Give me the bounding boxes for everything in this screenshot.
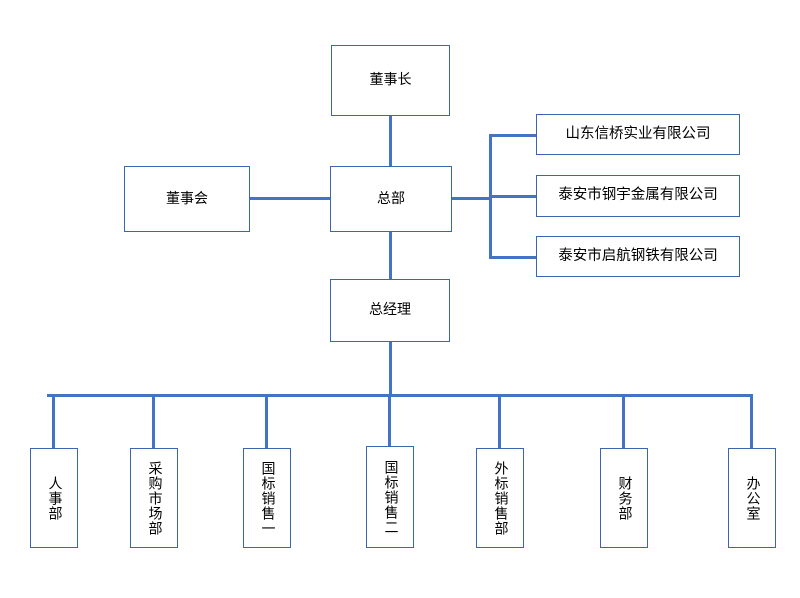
node-department-2-label: 采购市场部	[146, 460, 163, 536]
node-headquarters[interactable]: 总部	[330, 166, 452, 232]
node-department-6-label: 财务部	[616, 475, 633, 521]
node-subsidiary-3-label: 泰安市启航钢铁有限公司	[558, 247, 718, 264]
node-chairman-label: 董事长	[369, 72, 412, 89]
node-headquarters-label: 总部	[377, 190, 405, 207]
node-department-7-label: 办公室	[744, 475, 761, 521]
node-department-3[interactable]: 国标销售一	[243, 448, 291, 548]
connector-chairman-to-headquarters	[389, 116, 392, 167]
node-department-1[interactable]: 人事部	[30, 448, 78, 548]
node-department-3-label: 国标销售一	[259, 460, 276, 536]
node-department-5[interactable]: 外标销售部	[476, 448, 524, 548]
node-board-of-directors-label: 董事会	[166, 190, 208, 207]
node-board-of-directors[interactable]: 董事会	[124, 166, 250, 232]
node-general-manager[interactable]: 总经理	[330, 279, 450, 342]
node-subsidiary-2-label: 泰安市钢宇金属有限公司	[558, 187, 718, 204]
node-department-4[interactable]: 国标销售二	[366, 446, 414, 548]
node-department-6[interactable]: 财务部	[600, 448, 648, 548]
connector-bus-to-department-3	[265, 394, 268, 449]
node-subsidiary-3[interactable]: 泰安市启航钢铁有限公司	[536, 236, 740, 277]
node-department-7[interactable]: 办公室	[728, 448, 776, 548]
connector-bus-to-department-1	[52, 394, 55, 449]
node-subsidiary-1-label: 山东信桥实业有限公司	[565, 125, 711, 142]
connector-department-bus	[47, 394, 753, 397]
connector-headquarters-to-general-manager	[389, 231, 392, 280]
node-subsidiary-2[interactable]: 泰安市钢宇金属有限公司	[536, 175, 740, 217]
connector-board-to-headquarters	[249, 197, 331, 200]
node-department-4-label: 国标销售二	[382, 459, 399, 535]
node-general-manager-label: 总经理	[369, 302, 411, 319]
connector-bus-to-department-5	[498, 394, 501, 449]
connector-spine-to-subsidiary-1	[489, 134, 537, 137]
connector-bus-to-department-6	[622, 394, 625, 449]
connector-spine-to-subsidiary-3	[489, 256, 537, 259]
connector-spine-to-subsidiary-2	[489, 195, 537, 198]
node-department-2[interactable]: 采购市场部	[130, 448, 178, 548]
connector-headquarters-to-subsidiary-spine	[451, 197, 492, 200]
connector-bus-to-department-7	[750, 394, 753, 449]
node-subsidiary-1[interactable]: 山东信桥实业有限公司	[536, 114, 740, 155]
node-chairman[interactable]: 董事长	[331, 45, 450, 116]
connector-bus-to-department-2	[152, 394, 155, 449]
connector-bus-to-department-4	[388, 394, 391, 447]
connector-general-manager-to-department-bus	[389, 342, 392, 397]
node-department-5-label: 外标销售部	[492, 460, 509, 536]
node-department-1-label: 人事部	[46, 475, 63, 521]
